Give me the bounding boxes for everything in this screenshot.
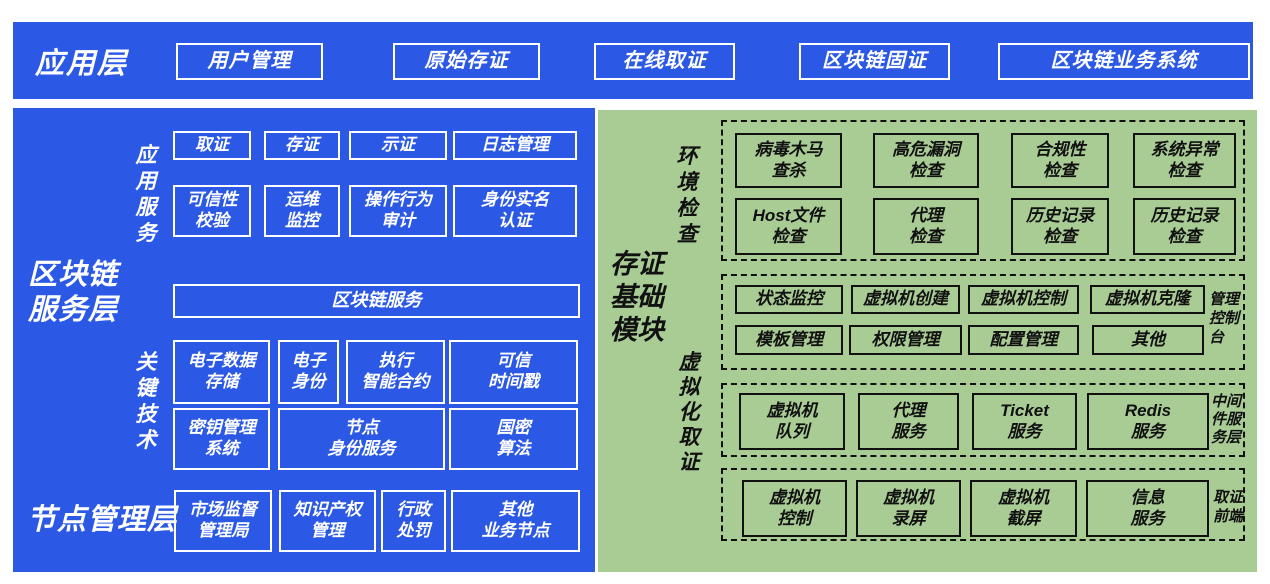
key-tech-box: 密钥管理 系统	[173, 408, 270, 470]
virtualization-label: 虚 拟 化 取 证	[678, 351, 700, 474]
app-service-box: 运维 监控	[264, 185, 340, 237]
key-tech-box: 可信 时间戳	[449, 340, 578, 404]
console-box: 配置管理	[968, 325, 1079, 355]
frontend-box: 虚拟机 截屏	[970, 480, 1077, 537]
app-service-box: 可信性 校验	[173, 185, 251, 237]
app-service-box: 操作行为 审计	[349, 185, 447, 237]
app-layer-label: 应用层	[35, 47, 129, 80]
console-group: 状态监控 虚拟机创建 虚拟机控制 虚拟机克隆 模板管理 权限管理 配置管理 其他…	[721, 274, 1245, 370]
console-box: 虚拟机创建	[851, 285, 960, 314]
app-layer-bar: 应用层 用户管理 原始存证 在线取证 区块链固证 区块链业务系统	[13, 22, 1253, 99]
middleware-box: Ticket 服务	[972, 393, 1077, 450]
blockchain-service-layer-label: 区块链 服务层	[28, 259, 119, 326]
middleware-box: 虚拟机 队列	[739, 393, 845, 450]
env-check-box: 代理 检查	[873, 198, 979, 255]
console-box: 虚拟机克隆	[1090, 285, 1205, 314]
evidence-base-module-panel: 存证 基础 模块 环 境 检 查 虚 拟 化 取 证 病毒木马 查杀 高危漏洞 …	[598, 110, 1257, 572]
node-box: 行政 处罚	[381, 490, 446, 552]
middleware-side-label: 中间 件服 务层	[1211, 393, 1242, 446]
middleware-box: Redis 服务	[1087, 393, 1209, 450]
node-box: 市场监督 管理局	[174, 490, 272, 552]
console-box: 虚拟机控制	[968, 285, 1079, 314]
console-side-label: 管理 控制 台	[1209, 291, 1240, 346]
app-service-box: 存证	[264, 131, 340, 160]
console-box: 状态监控	[735, 285, 843, 314]
node-box: 其他 业务节点	[451, 490, 580, 552]
middleware-group: 虚拟机 队列 代理 服务 Ticket 服务 Redis 服务 中间 件服 务层	[721, 383, 1245, 457]
env-check-box: 合规性 检查	[1011, 133, 1109, 188]
frontend-box: 信息 服务	[1086, 480, 1209, 537]
middleware-box: 代理 服务	[858, 393, 959, 450]
node-management-layer-label: 节点管理层	[27, 504, 178, 536]
env-check-box: 高危漏洞 检查	[873, 133, 979, 188]
key-tech-box: 节点 身份服务	[278, 408, 445, 470]
app-layer-item: 区块链业务系统	[998, 43, 1250, 80]
frontend-box: 虚拟机 控制	[742, 480, 847, 537]
console-box: 权限管理	[849, 325, 962, 355]
env-check-group: 病毒木马 查杀 高危漏洞 检查 合规性 检查 系统异常 检查 Host文件 检查…	[721, 120, 1245, 261]
console-box: 模板管理	[735, 325, 843, 355]
key-tech-box: 电子数据 存储	[173, 340, 270, 404]
app-layer-item: 区块链固证	[799, 43, 950, 80]
app-service-box: 取证	[173, 131, 251, 160]
env-check-label: 环 境 检 查	[676, 145, 698, 246]
app-service-box: 身份实名 认证	[453, 185, 577, 237]
env-check-box: 病毒木马 查杀	[735, 133, 842, 188]
key-tech-label: 关 键 技 术	[135, 351, 157, 452]
blockchain-service-box: 区块链服务	[173, 284, 580, 318]
key-tech-box: 执行 智能合约	[346, 340, 445, 404]
app-service-box: 示证	[349, 131, 447, 160]
frontend-box: 虚拟机 录屏	[856, 480, 961, 537]
frontend-side-label: 取证 前端	[1213, 489, 1244, 525]
app-layer-item: 原始存证	[393, 43, 540, 80]
env-check-box: 系统异常 检查	[1133, 133, 1236, 188]
app-layer-item: 用户管理	[176, 43, 323, 80]
env-check-box: Host文件 检查	[735, 198, 842, 255]
env-check-box: 历史记录 检查	[1133, 198, 1236, 255]
app-layer-item: 在线取证	[594, 43, 735, 80]
env-check-box: 历史记录 检查	[1011, 198, 1109, 255]
frontend-group: 虚拟机 控制 虚拟机 录屏 虚拟机 截屏 信息 服务 取证 前端	[721, 468, 1245, 541]
app-service-box: 日志管理	[453, 131, 577, 160]
evidence-base-module-label: 存证 基础 模块	[610, 249, 664, 345]
key-tech-box: 国密 算法	[449, 408, 578, 470]
console-box: 其他	[1092, 325, 1204, 355]
key-tech-box: 电子 身份	[278, 340, 339, 404]
blockchain-service-layer-panel: 应 用 服 务 取证 存证 示证 日志管理 可信性 校验 运维 监控 操作行为 …	[13, 108, 595, 572]
app-services-label: 应 用 服 务	[135, 144, 157, 245]
node-box: 知识产权 管理	[279, 490, 376, 552]
